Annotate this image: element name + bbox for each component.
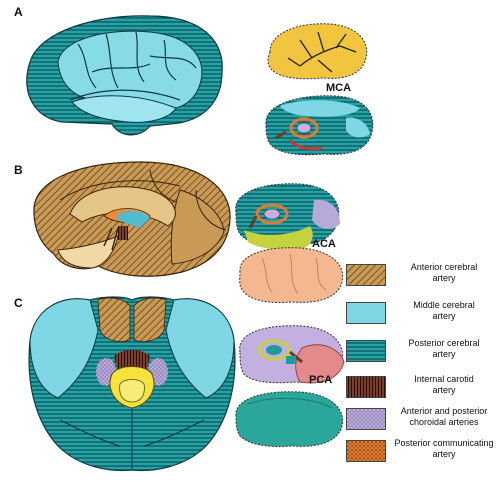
legend-item-posterior-cerebral: Posterior cerebral artery xyxy=(346,338,498,372)
legend-swatch-ica xyxy=(346,376,386,398)
legend-label-line1: Anterior cerebral xyxy=(410,262,478,272)
legend-label-line1: Middle cerebral xyxy=(413,300,475,310)
legend-label-line1: Posterior communicating xyxy=(394,438,494,448)
legend-label-line1: Anterior and posterior xyxy=(400,406,488,416)
legend-swatch-pcomm xyxy=(346,440,386,462)
legend-item-anterior-cerebral: Anterior cerebral artery xyxy=(346,262,498,296)
legend-item-middle-cerebral: Middle cerebral artery xyxy=(346,300,498,334)
medial-brain-view xyxy=(33,161,231,277)
legend-label-line2: choroidal arteries xyxy=(409,417,479,427)
legend-swatch-mca xyxy=(346,302,386,324)
legend-item-internal-carotid: Internal carotid artery xyxy=(346,374,498,408)
panel-label-b: B xyxy=(14,163,23,177)
aca-label: ACA xyxy=(312,238,336,250)
pca-label: PCA xyxy=(309,374,333,386)
legend-swatch-aca xyxy=(346,264,386,286)
panel-label-a: A xyxy=(14,5,23,19)
legend-label-line1: Posterior cerebral xyxy=(408,338,480,348)
legend-item-posterior-communicating: Posterior communicating artery xyxy=(346,438,498,472)
legend-label-line2: artery xyxy=(432,349,456,359)
legend-swatch-pca xyxy=(346,340,386,362)
legend-label-line2: artery xyxy=(432,385,456,395)
pca-medial-thumbnail xyxy=(239,325,345,384)
inferior-brain-view xyxy=(28,296,236,472)
lateral-brain-view xyxy=(26,15,223,136)
aca-lateral-thumbnail xyxy=(239,247,344,303)
legend-label-line2: artery xyxy=(432,273,456,283)
legend-label-line2: artery xyxy=(432,311,456,321)
mca-lateral-thumbnail xyxy=(267,23,368,80)
legend-swatch-choroidal xyxy=(346,408,386,430)
mca-medial-thumbnail xyxy=(265,95,374,156)
pca-lateral-thumbnail xyxy=(235,391,344,447)
legend-item-choroidal: Anterior and posterior choroidal arterie… xyxy=(346,406,498,440)
legend-label-line1: Internal carotid xyxy=(414,374,474,384)
panel-label-c: C xyxy=(14,296,23,310)
legend-label-line2: artery xyxy=(432,449,456,459)
mca-label: MCA xyxy=(326,82,352,94)
aca-medial-thumbnail xyxy=(235,183,340,251)
